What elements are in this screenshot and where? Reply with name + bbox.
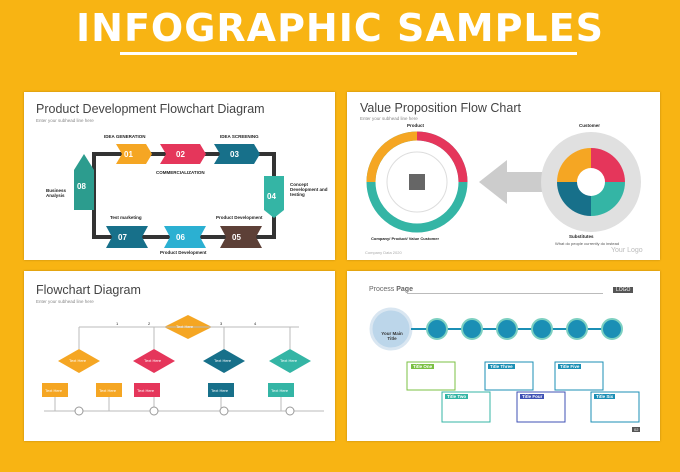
step-05: 05	[232, 233, 241, 242]
step-01: 01	[124, 150, 133, 159]
label-substitutes: Substitutes	[569, 234, 594, 239]
card-subtitle: Enter your subhead line here	[36, 118, 94, 123]
diamond-4: Text Here	[280, 358, 298, 363]
box-4: Text Here	[211, 388, 229, 393]
num-2: 2	[148, 321, 151, 326]
step-02: 02	[176, 150, 185, 159]
logo-badge: LOGO	[613, 287, 634, 293]
num-4: 4	[254, 321, 257, 326]
box-3: Text Here	[137, 388, 155, 393]
footer-left: Company/ Product/ Value Customer	[371, 236, 440, 241]
company-note: Company Data 2020	[365, 250, 402, 255]
title-four: Title Four	[520, 394, 545, 399]
card-title: Value Proposition Flow Chart	[360, 101, 521, 115]
card-value-proposition[interactable]: Value Proposition Flow Chart Enter your …	[347, 92, 660, 260]
top-decision: Text Here	[176, 324, 194, 329]
step-06: 06	[176, 233, 185, 242]
label-test-marketing: Test marketing	[110, 215, 142, 220]
card-subtitle: Enter your subhead line here	[36, 299, 94, 304]
title-rule	[407, 293, 603, 294]
box-2: Text Here	[99, 388, 117, 393]
step-08: 08	[77, 182, 86, 191]
num-3: 3	[220, 321, 223, 326]
step-03: 03	[230, 150, 239, 159]
label-product: Product	[407, 123, 425, 128]
box-5: Text Here	[271, 388, 289, 393]
num-1: 1	[116, 321, 119, 326]
label-concept: Concept Development and testing	[290, 182, 328, 197]
label-idea-generation: IDEA GENERATION	[104, 134, 146, 139]
diamond-1: Text Here	[69, 358, 87, 363]
main-title: Your Main Title	[381, 331, 403, 341]
process-title: Process Page	[369, 286, 413, 293]
flowchart	[42, 315, 324, 416]
label-customer: Customer	[579, 123, 601, 128]
card-flowchart-diagram[interactable]: Flowchart Diagram Enter your subhead lin…	[24, 271, 335, 441]
title-five: Title Five	[558, 364, 582, 369]
title-three: Title Three	[488, 364, 515, 369]
label-business: Business Analysis	[46, 188, 67, 198]
diamond-3: Text Here	[214, 358, 232, 363]
step-07: 07	[118, 233, 127, 242]
process-timeline	[369, 307, 640, 423]
card-product-development[interactable]: Product Development Flowchart Diagram En…	[24, 92, 335, 260]
card-process-page[interactable]: Process Page LOGO Your Main Title Title …	[347, 271, 660, 441]
flow-loop	[74, 144, 284, 248]
logo-text: Your Logo	[611, 247, 643, 254]
title-six: Title Six	[594, 394, 616, 399]
page-number: 02	[632, 427, 641, 432]
title-one: Title One	[411, 364, 435, 369]
step-04: 04	[267, 192, 276, 201]
card-title: Flowchart Diagram	[36, 283, 141, 297]
label-product-dev-1: Product Development	[216, 215, 263, 220]
value-diagram	[366, 131, 641, 233]
card-subtitle: Enter your subhead line here	[360, 116, 418, 121]
box-1: Text Here	[45, 388, 63, 393]
diamond-2: Text Here	[144, 358, 162, 363]
title-two: Title Two	[445, 394, 469, 399]
card-title: Product Development Flowchart Diagram	[36, 102, 265, 116]
label-idea-screening: IDEA SCREENING	[220, 134, 259, 139]
substitutes-note: What do people currently do instead	[555, 241, 620, 246]
label-commercialization: COMMERCIALIZATION	[156, 170, 205, 175]
label-product-dev-2: Product Development	[160, 250, 207, 255]
banner-title: INFOGRAPHIC SAMPLES	[76, 6, 604, 50]
banner-underline	[120, 52, 577, 55]
